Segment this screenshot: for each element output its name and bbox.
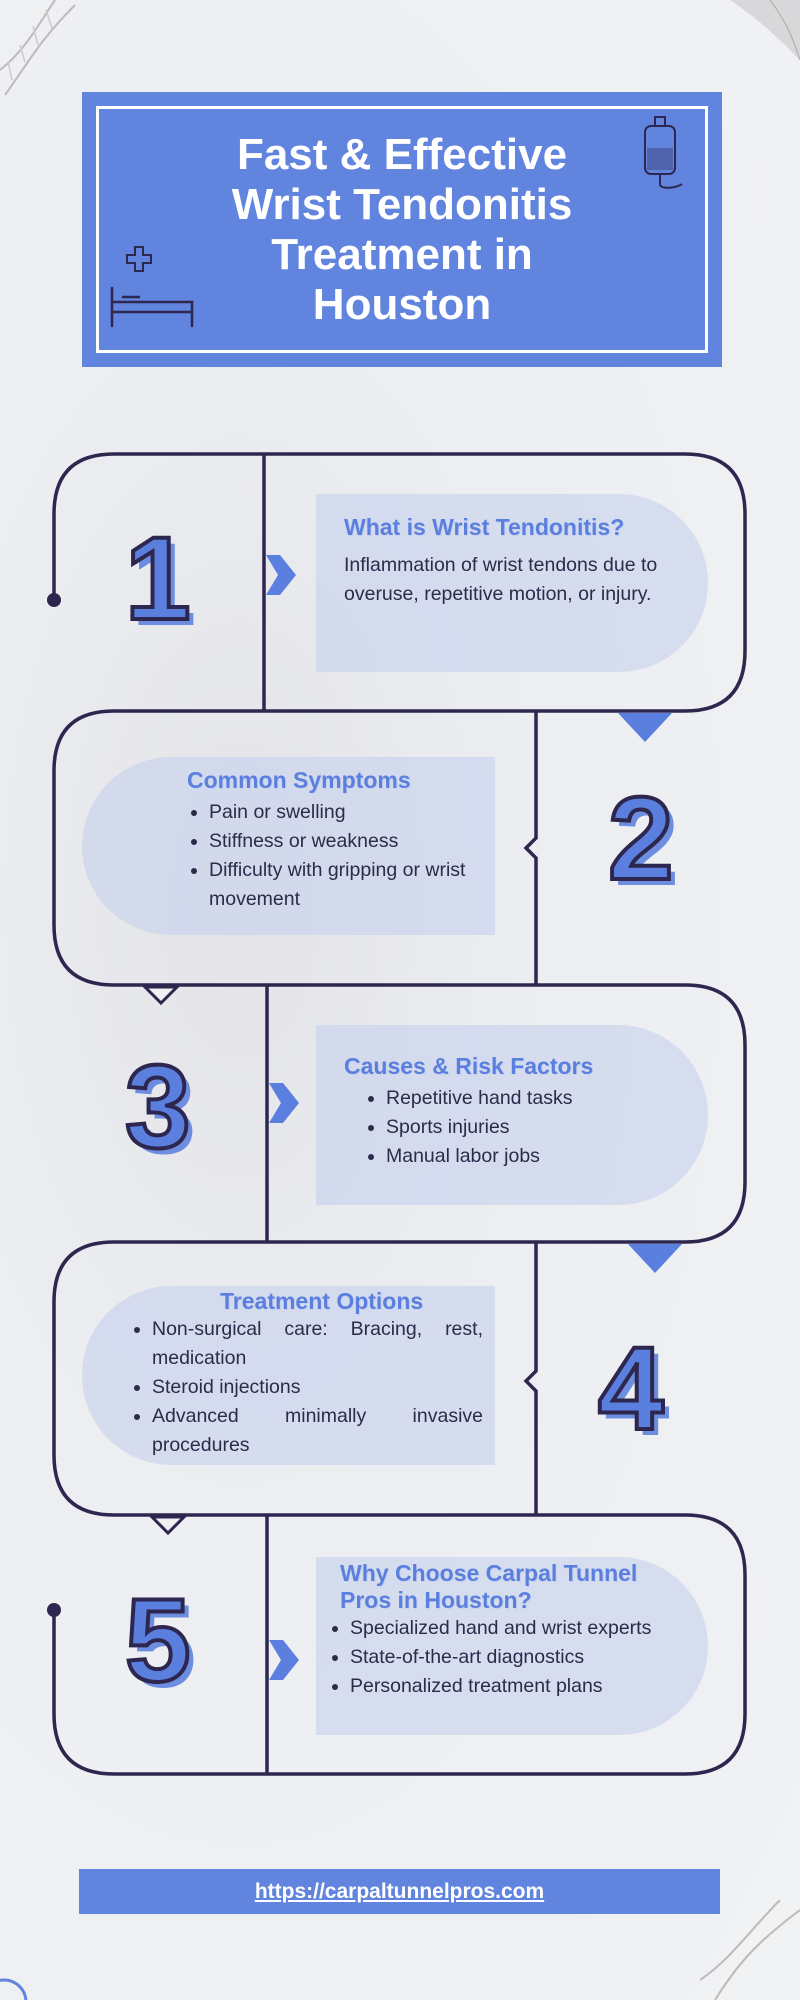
section-symptoms: Common Symptoms Pain or swelling Stiffne…	[82, 757, 495, 935]
iv-bag-icon	[644, 116, 683, 189]
section-what-is: What is Wrist Tendonitis? Inflammation o…	[316, 494, 708, 672]
section-treatment: Treatment Options Non-surgical care: Bra…	[82, 1286, 495, 1465]
list-item: Personalized treatment plans	[350, 1672, 698, 1701]
symptom-list: Pain or swelling Stiffness or weakness D…	[187, 798, 469, 914]
website-link[interactable]: https://carpaltunnelpros.com	[254, 1879, 545, 1903]
dna-icon	[0, 0, 76, 96]
section-heading: Treatment Options	[220, 1288, 424, 1314]
treatment-list: Non-surgical care: Bracing, rest, medica…	[130, 1315, 483, 1460]
list-item: Advanced minimally invasive procedures	[152, 1402, 483, 1460]
section-heading: What is Wrist Tendonitis?	[344, 514, 625, 540]
section-heading: Common Symptoms	[187, 767, 411, 793]
list-item: Non-surgical care: Bracing, rest, medica…	[152, 1315, 483, 1373]
step-number-2: 2	[606, 773, 676, 905]
hospital-bed-icon	[110, 246, 194, 327]
section-text: Inflammation of wrist tendons due to ove…	[344, 554, 658, 605]
title-banner: Fast & Effective Wrist Tendonitis Treatm…	[82, 92, 722, 367]
section-causes: Causes & Risk Factors Repetitive hand ta…	[316, 1025, 708, 1205]
causes-list: Repetitive hand tasks Sports injuries Ma…	[364, 1084, 682, 1171]
dna-icon	[700, 1900, 800, 2000]
footer-banner: https://carpaltunnelpros.com	[79, 1869, 720, 1914]
list-item: Manual labor jobs	[386, 1142, 682, 1171]
step-number-4: 4	[596, 1323, 666, 1455]
section-heading: Causes & Risk Factors	[344, 1053, 594, 1079]
list-item: Sports injuries	[386, 1113, 682, 1142]
list-item: Specialized hand and wrist experts	[350, 1614, 698, 1643]
list-item: Repetitive hand tasks	[386, 1084, 682, 1113]
step-number-1: 1	[123, 513, 193, 645]
page-curl-icon	[730, 0, 800, 60]
step-number-5: 5	[123, 1575, 193, 1707]
page-title: Fast & Effective Wrist Tendonitis Treatm…	[231, 129, 573, 329]
list-item: Steroid injections	[152, 1373, 483, 1402]
step-number-3: 3	[123, 1041, 193, 1173]
list-item: State-of-the-art diagnostics	[350, 1643, 698, 1672]
section-why-choose: Why Choose Carpal Tunnel Pros in Houston…	[316, 1557, 708, 1735]
list-item: Difficulty with gripping or wrist moveme…	[209, 856, 469, 914]
why-list: Specialized hand and wrist experts State…	[328, 1614, 698, 1701]
section-heading: Why Choose Carpal Tunnel Pros in Houston…	[340, 1560, 638, 1613]
circle-decoration-icon	[0, 1978, 28, 2000]
list-item: Pain or swelling	[209, 798, 469, 827]
list-item: Stiffness or weakness	[209, 827, 469, 856]
